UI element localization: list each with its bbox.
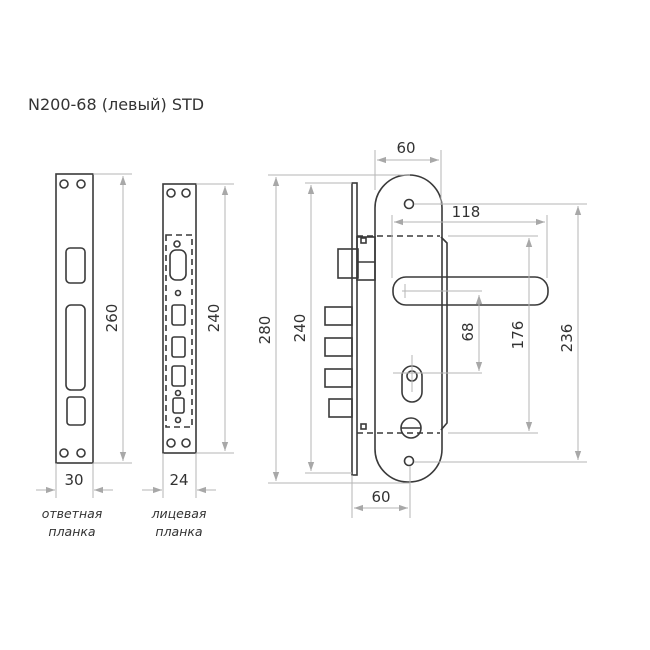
face-caption-1: лицевая xyxy=(151,506,207,521)
strike-plate xyxy=(36,173,132,498)
strike-caption-2: планка xyxy=(48,524,95,539)
screw-distance-label: 236 xyxy=(558,324,576,353)
face-caption-2: планка xyxy=(155,524,202,539)
lock-dimensions xyxy=(268,150,587,518)
center-distance-label: 68 xyxy=(459,322,477,341)
strike-caption-1: ответная xyxy=(42,506,103,521)
escutcheon-width-label: 60 xyxy=(396,139,415,157)
total-height-label: 280 xyxy=(256,316,274,345)
strike-height-label: 260 xyxy=(103,304,121,333)
handle-length-label: 118 xyxy=(452,203,481,221)
face-height-label: 240 xyxy=(205,304,223,333)
strike-width-label: 30 xyxy=(64,471,83,489)
product-title: N200-68 (левый) STD xyxy=(28,95,204,114)
dashed-span-label: 176 xyxy=(509,321,527,350)
faceplate-height-label: 240 xyxy=(291,314,309,343)
face-width-label: 24 xyxy=(169,471,188,489)
face-plate xyxy=(142,183,234,498)
backset-label: 60 xyxy=(371,488,390,506)
